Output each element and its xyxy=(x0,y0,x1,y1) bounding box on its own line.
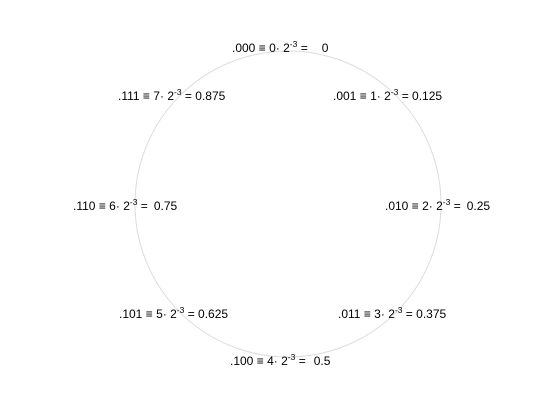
label-010: .010 ≡ 2· 2-3 =0.25 xyxy=(385,197,490,213)
unit-circle xyxy=(134,50,442,358)
label-000: .000 ≡ 0· 2-3 =0 xyxy=(232,39,329,55)
label-101: .101 ≡ 5· 2-3 = 0.625 xyxy=(119,305,228,321)
label-001: .001 ≡ 1· 2-3 = 0.125 xyxy=(333,87,442,103)
label-100: .100 ≡ 4· 2-3 =0.5 xyxy=(230,352,331,368)
label-110: .110 ≡ 6· 2-3 =0.75 xyxy=(73,197,177,213)
label-111: .111 ≡ 7· 2-3 = 0.875 xyxy=(118,87,226,103)
label-011: .011 ≡ 3· 2-3 = 0.375 xyxy=(338,305,447,321)
